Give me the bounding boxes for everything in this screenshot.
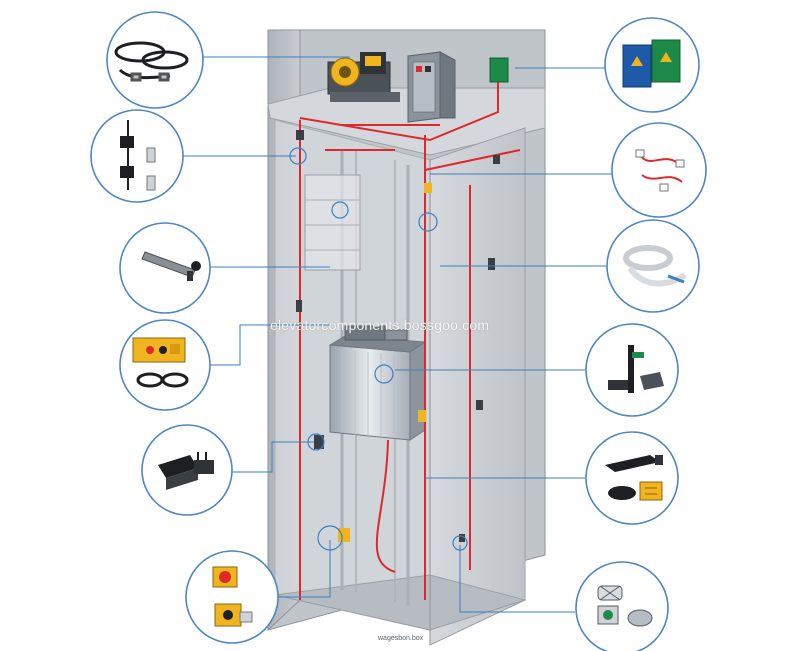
car-door-operator-callout (585, 323, 679, 417)
counterweight (304, 174, 361, 271)
landing-door-lock-callout (585, 431, 679, 525)
limit-switch-icon (120, 120, 156, 191)
leader-lines (183, 56, 612, 613)
watermark-text: elevatorcomponents.bossgoo.com (270, 317, 490, 333)
shaft-junction-box (489, 57, 509, 83)
shaft-devices (296, 130, 500, 542)
traction-machine (327, 52, 400, 102)
flat-cable-icon (623, 245, 687, 287)
car-top-inspection-box-callout (119, 319, 211, 411)
door-contact-icon (158, 452, 214, 490)
wiring-harness-icon (635, 149, 685, 192)
controller-cabinet-icon (622, 39, 681, 88)
cable-coil-icon (114, 41, 189, 82)
pit-stop-switch-icon (212, 566, 253, 627)
pit-caption: wagesbon.box (378, 635, 424, 642)
leveling-sensor-callout (119, 222, 211, 314)
travelling-cable-set-callout (106, 11, 204, 109)
pit-lamp-callout (575, 561, 669, 651)
elevator-car (328, 325, 427, 441)
door-operator-icon (608, 345, 664, 393)
pit-stop-switch-callout (185, 550, 279, 644)
landing-lock-icon (605, 455, 663, 501)
door-contact-callout (141, 424, 233, 516)
pit-lamp-icon (597, 585, 653, 627)
wiring-harness-callout (611, 122, 707, 218)
flat-travelling-cable-callout (606, 219, 700, 313)
hoistway-right-wall (429, 127, 526, 646)
controller-cabinet-callout (604, 17, 700, 113)
inspection-box-icon (132, 337, 189, 388)
leader-end-rings (289, 147, 468, 551)
machine-room-controller (407, 51, 456, 123)
sensor-rail-icon (141, 251, 201, 281)
wiring-runs (299, 82, 521, 600)
pit-floor (274, 574, 527, 631)
limit-switch-callout (90, 109, 184, 203)
